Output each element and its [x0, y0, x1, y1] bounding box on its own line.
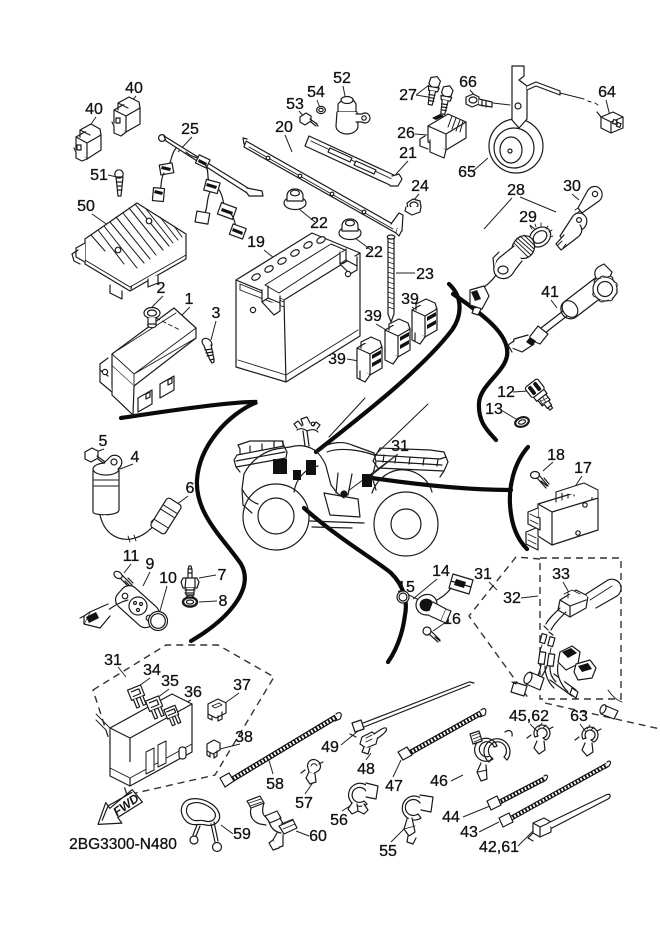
svg-text:54: 54 [307, 84, 325, 101]
svg-text:28: 28 [507, 182, 525, 199]
svg-text:65: 65 [458, 164, 476, 181]
svg-text:60: 60 [309, 828, 327, 845]
svg-text:49: 49 [321, 739, 339, 756]
svg-text:39: 39 [328, 351, 346, 368]
svg-text:22: 22 [365, 244, 383, 261]
svg-text:44: 44 [442, 809, 460, 826]
svg-text:46: 46 [430, 773, 448, 790]
svg-text:2: 2 [157, 280, 166, 297]
svg-text:41: 41 [541, 284, 559, 301]
svg-text:52: 52 [333, 70, 351, 87]
svg-text:13: 13 [485, 401, 503, 418]
svg-text:2BG3300-N480: 2BG3300-N480 [69, 836, 177, 853]
svg-text:4: 4 [131, 449, 140, 466]
svg-text:18: 18 [547, 447, 565, 464]
svg-text:12: 12 [497, 384, 515, 401]
svg-text:25: 25 [181, 121, 199, 138]
svg-text:34: 34 [143, 662, 161, 679]
svg-text:31: 31 [474, 566, 492, 583]
svg-text:20: 20 [275, 119, 293, 136]
svg-text:31: 31 [391, 438, 409, 455]
svg-text:64: 64 [598, 84, 616, 101]
svg-text:3: 3 [212, 305, 221, 322]
svg-text:59: 59 [233, 826, 251, 843]
svg-text:58: 58 [266, 776, 284, 793]
svg-text:63: 63 [570, 708, 588, 725]
svg-text:31: 31 [104, 652, 122, 669]
svg-text:42,61: 42,61 [479, 839, 519, 856]
svg-text:51: 51 [90, 167, 108, 184]
svg-text:36: 36 [184, 684, 202, 701]
svg-text:40: 40 [85, 101, 103, 118]
svg-text:17: 17 [574, 460, 592, 477]
svg-text:35: 35 [161, 673, 179, 690]
svg-text:7: 7 [218, 567, 227, 584]
svg-text:22: 22 [310, 215, 328, 232]
svg-text:32: 32 [503, 590, 521, 607]
svg-text:27: 27 [399, 87, 417, 104]
svg-text:14: 14 [432, 563, 450, 580]
svg-text:53: 53 [286, 96, 304, 113]
svg-text:39: 39 [364, 308, 382, 325]
svg-text:24: 24 [411, 178, 429, 195]
svg-text:9: 9 [146, 556, 155, 573]
svg-text:38: 38 [235, 729, 253, 746]
svg-text:56: 56 [330, 812, 348, 829]
svg-text:8: 8 [219, 593, 228, 610]
svg-text:66: 66 [459, 74, 477, 91]
svg-text:26: 26 [397, 125, 415, 142]
svg-text:5: 5 [99, 433, 108, 450]
svg-text:47: 47 [385, 778, 403, 795]
svg-text:33: 33 [552, 566, 570, 583]
svg-text:55: 55 [379, 843, 397, 860]
svg-text:40: 40 [125, 80, 143, 97]
svg-text:21: 21 [399, 145, 417, 162]
svg-text:48: 48 [357, 761, 375, 778]
svg-text:10: 10 [159, 570, 177, 587]
svg-text:37: 37 [233, 677, 251, 694]
svg-text:11: 11 [123, 548, 140, 565]
svg-text:19: 19 [247, 234, 265, 251]
svg-text:50: 50 [77, 198, 95, 215]
svg-text:39: 39 [401, 291, 419, 308]
svg-text:1: 1 [185, 291, 194, 308]
svg-text:23: 23 [416, 266, 434, 283]
svg-text:29: 29 [519, 209, 537, 226]
svg-text:57: 57 [295, 795, 313, 812]
svg-text:6: 6 [186, 480, 195, 497]
svg-text:43: 43 [460, 824, 478, 841]
svg-text:45,62: 45,62 [509, 708, 549, 725]
svg-text:30: 30 [563, 178, 581, 195]
